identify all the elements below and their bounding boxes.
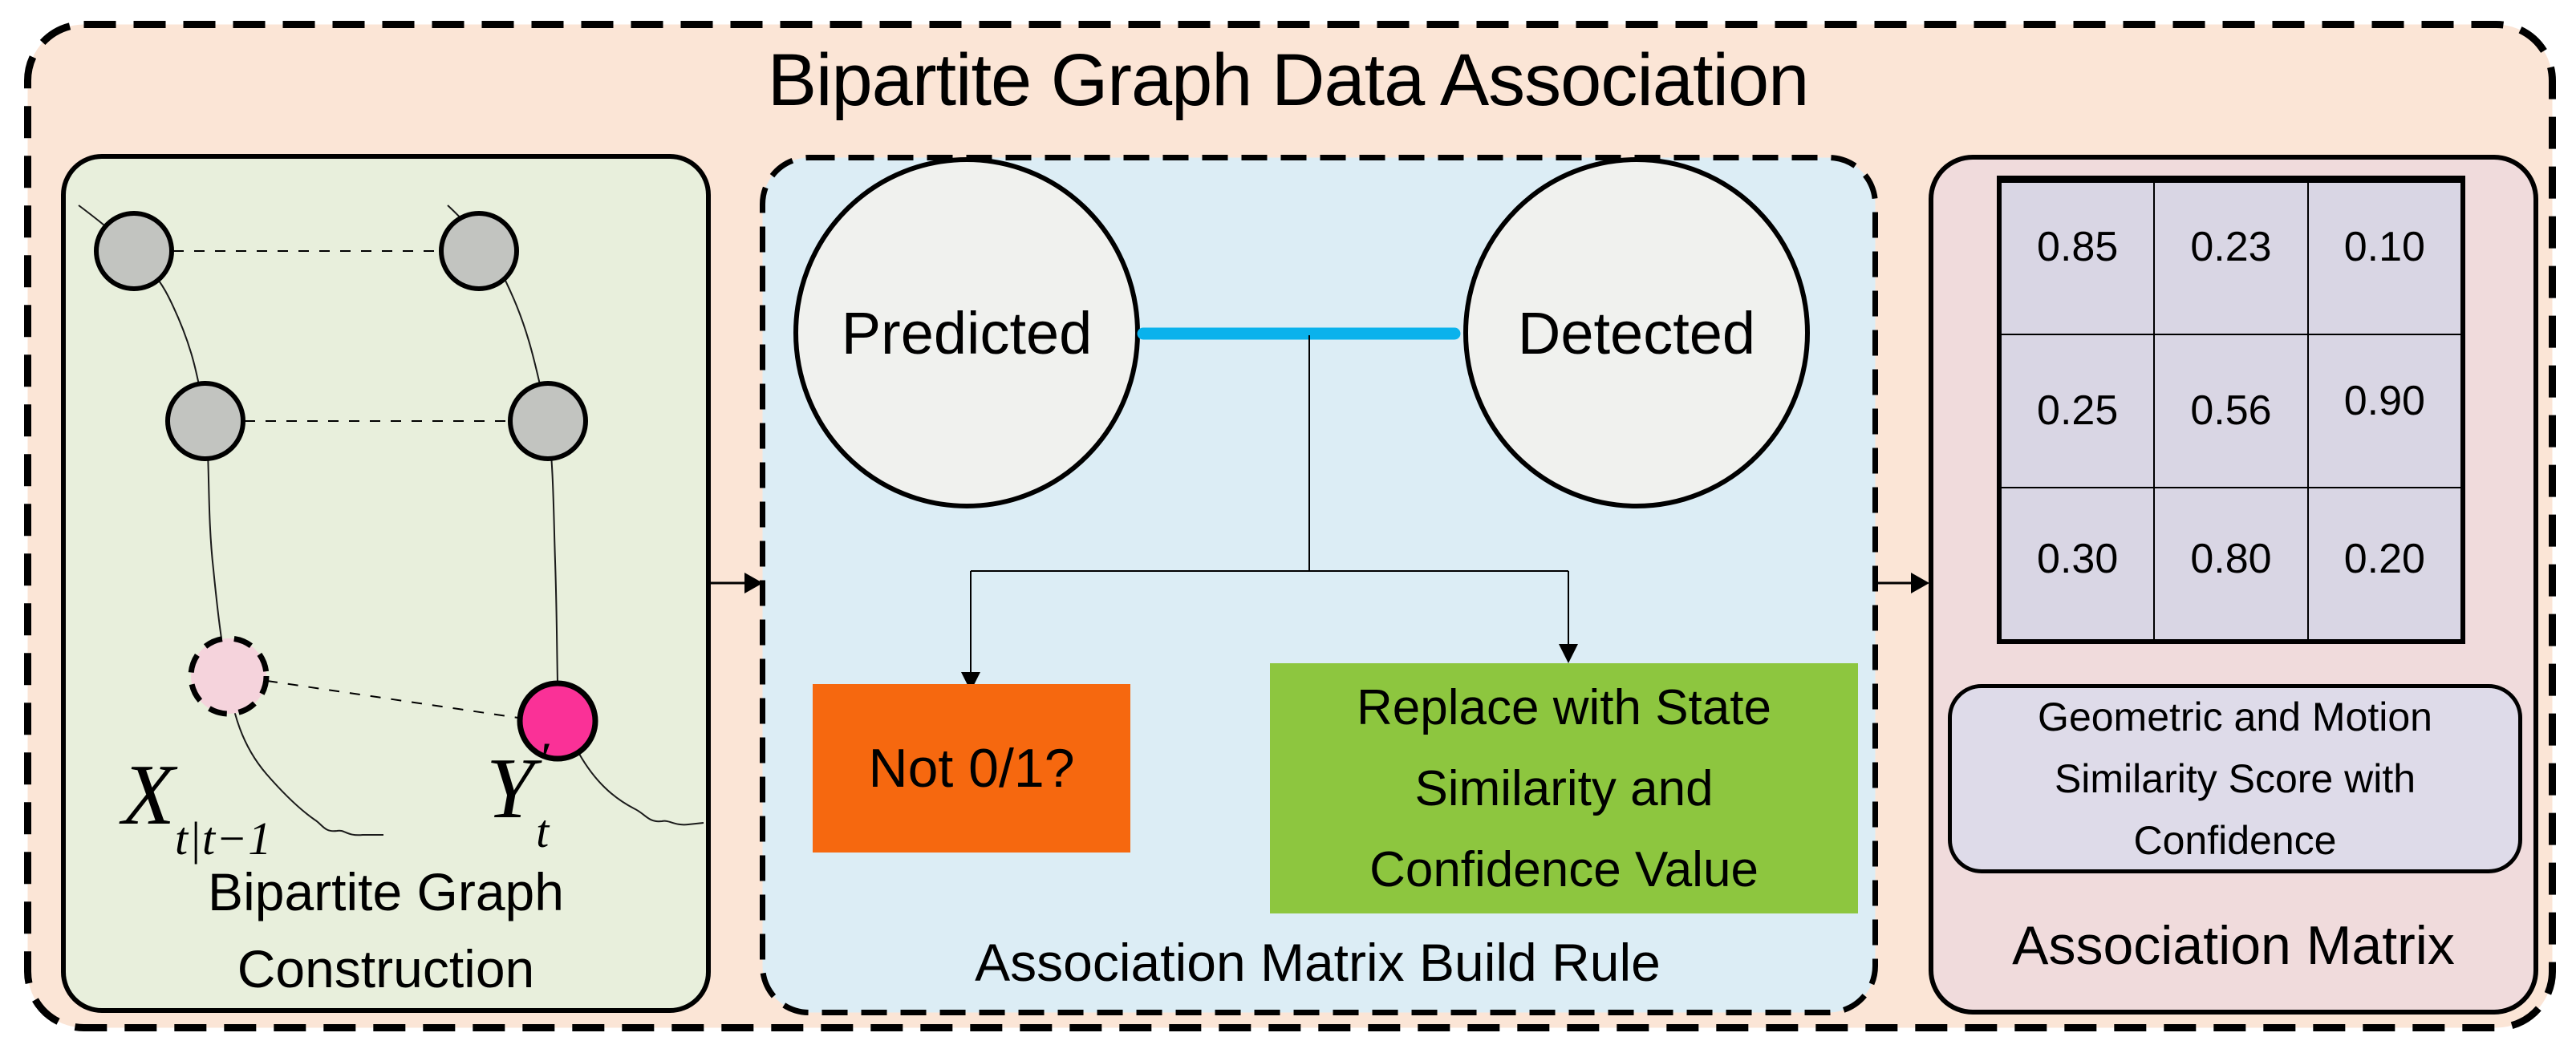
predicted-state-label: Xt|t−1 [122, 752, 272, 862]
left-caption-line1: Bipartite Graph [208, 862, 564, 921]
detected-circle-label: Detected [1517, 299, 1756, 367]
matrix-cell: 0.90 [2307, 334, 2461, 488]
detected-state-node [517, 680, 598, 762]
matrix-cell: 0.20 [2307, 487, 2461, 640]
association-matrix-table: 0.85 0.23 0.10 0.25 0.56 0.90 0.30 0.80 … [1997, 176, 2465, 644]
matrix-value: 0.10 [2343, 224, 2425, 271]
matrix-value: 0.25 [2037, 387, 2119, 435]
matrix-cell: 0.85 [2001, 182, 2155, 335]
not-zero-one-text: Not 0/1? [868, 738, 1075, 799]
matrix-value: 0.90 [2343, 378, 2425, 425]
left-panel-caption: Bipartite Graph Construction [63, 853, 708, 1007]
matrix-cell: 0.23 [2154, 182, 2308, 335]
similarity-score-line3: Confidence [2133, 817, 2337, 863]
dashed-edge-bottom [266, 680, 519, 719]
replace-rule-line3: Confidence Value [1369, 841, 1759, 897]
matrix-cell: 0.80 [2154, 487, 2308, 640]
x-label-base: X [122, 747, 175, 843]
middle-panel-caption: Association Matrix Build Rule [975, 933, 1661, 992]
replace-rule-box: Replace with State Similarity and Confid… [1270, 663, 1858, 913]
x-label-subscript: t|t−1 [174, 812, 273, 865]
figure-title: Bipartite Graph Data Association [767, 39, 1810, 121]
detected-set-circle [1463, 157, 1810, 508]
gray-node-2 [439, 211, 519, 291]
branch-right-arrowhead [1559, 644, 1578, 663]
left-caption-line2: Construction [237, 939, 535, 998]
predicted-circle-label: Predicted [841, 299, 1093, 367]
predicted-state-node [188, 635, 270, 717]
similarity-score-box: Geometric and Motion Similarity Score wi… [1948, 684, 2522, 873]
left-trajectory-curve [78, 205, 383, 836]
y-label-scripts: ′t [534, 735, 571, 855]
replace-rule-line2: Similarity and [1414, 760, 1714, 816]
matrix-cell: 0.10 [2307, 182, 2461, 335]
not-zero-one-box: Not 0/1? [813, 684, 1130, 853]
matrix-cell: 0.30 [2001, 487, 2155, 640]
branch-left-arrowhead [961, 672, 980, 691]
matrix-value: 0.80 [2190, 535, 2272, 582]
gray-node-4 [508, 381, 588, 461]
matrix-value: 0.56 [2190, 387, 2272, 435]
y-label-subscript: t [536, 805, 550, 857]
matrix-cell: 0.56 [2154, 334, 2308, 488]
matrix-value: 0.85 [2037, 224, 2119, 271]
matrix-value: 0.20 [2343, 535, 2425, 582]
right-trajectory-curve [447, 205, 704, 826]
similarity-score-line2: Similarity Score with [2054, 755, 2416, 801]
gray-node-1 [94, 211, 174, 291]
bipartite-construction-panel [61, 154, 711, 1013]
y-label-prime: ′ [541, 731, 553, 788]
replace-rule-line1: Replace with State [1357, 679, 1771, 735]
right-panel-caption: Association Matrix [2012, 915, 2455, 976]
matrix-value: 0.23 [2190, 224, 2272, 271]
y-label-base: Y [486, 741, 535, 836]
similarity-score-line1: Geometric and Motion [2038, 694, 2432, 739]
left-to-middle-arrowhead [744, 573, 763, 593]
middle-to-right-arrowhead [1911, 573, 1929, 593]
detected-state-label: Y′t [486, 735, 571, 855]
matrix-cell: 0.25 [2001, 334, 2155, 488]
gray-node-3 [165, 381, 245, 461]
matrix-value: 0.30 [2037, 535, 2119, 582]
